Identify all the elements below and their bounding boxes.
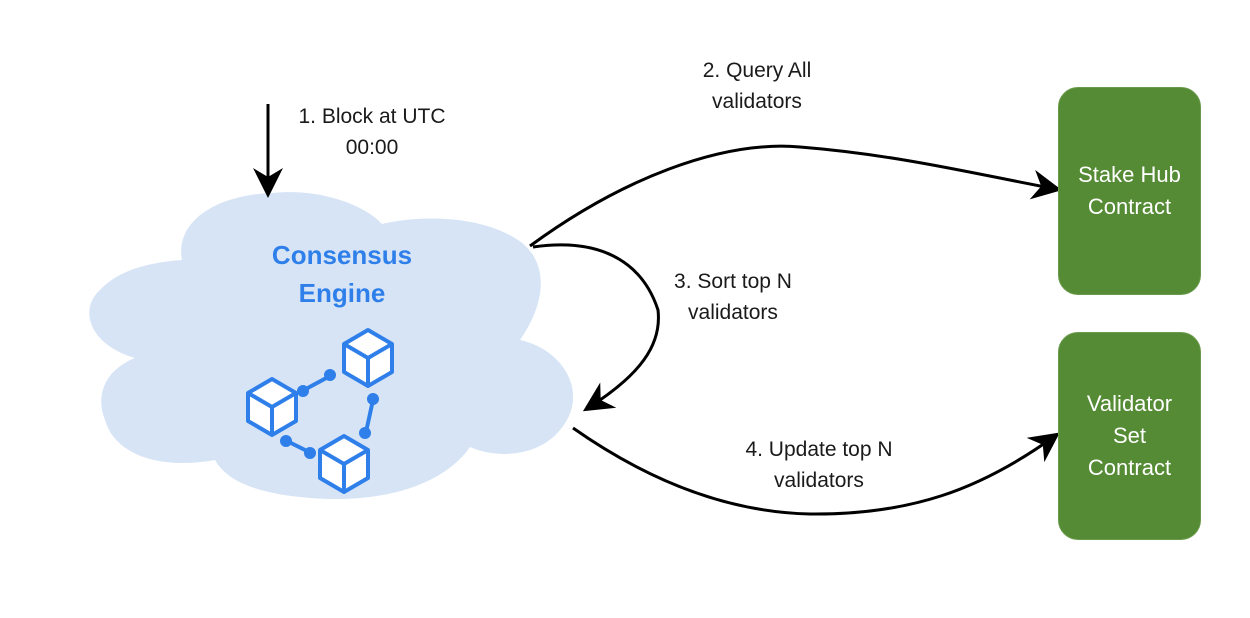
engine-title-line1: Consensus xyxy=(271,240,413,270)
blockchain-cubes-icon xyxy=(246,328,394,494)
step3-line2: validators xyxy=(688,301,778,324)
consensus-engine-cloud[interactable] xyxy=(89,192,574,500)
step3-label: 3. Sort top N validators xyxy=(633,266,833,328)
step3-line1: 3. Sort top N xyxy=(674,270,792,293)
validator-set-line3: Contract xyxy=(1087,455,1172,480)
step4-arrow xyxy=(572,426,1060,516)
stake-hub-contract-box[interactable]: Stake Hub Contract xyxy=(1058,87,1201,295)
connector-icon xyxy=(280,369,379,459)
step2-line2: validators xyxy=(712,90,802,113)
validator-set-contract-box[interactable]: Validator Set Contract xyxy=(1058,332,1201,540)
cube-icon xyxy=(342,328,394,388)
step2-line1: 2. Query All xyxy=(702,59,812,82)
cube-icon xyxy=(318,434,370,494)
step1-label: 1. Block at UTC 00:00 xyxy=(272,101,472,163)
validator-set-line1: Validator xyxy=(1086,391,1173,416)
step4-line1: 4. Update top N xyxy=(745,438,893,461)
step2-arrow xyxy=(529,144,1062,248)
consensus-engine-title: Consensus Engine xyxy=(232,236,452,312)
cube-icon xyxy=(246,377,298,437)
step4-label: 4. Update top N validators xyxy=(719,434,919,496)
stake-hub-line1: Stake Hub xyxy=(1078,162,1181,187)
step4-line2: validators xyxy=(774,469,864,492)
engine-title-line2: Engine xyxy=(298,278,386,308)
step1-line2: 00:00 xyxy=(345,136,399,159)
step3-arrow xyxy=(532,243,660,412)
step2-label: 2. Query All validators xyxy=(657,55,857,117)
validator-set-line2: Set xyxy=(1112,423,1146,448)
step1-line1: 1. Block at UTC xyxy=(298,105,446,128)
stake-hub-line2: Contract xyxy=(1087,194,1172,219)
